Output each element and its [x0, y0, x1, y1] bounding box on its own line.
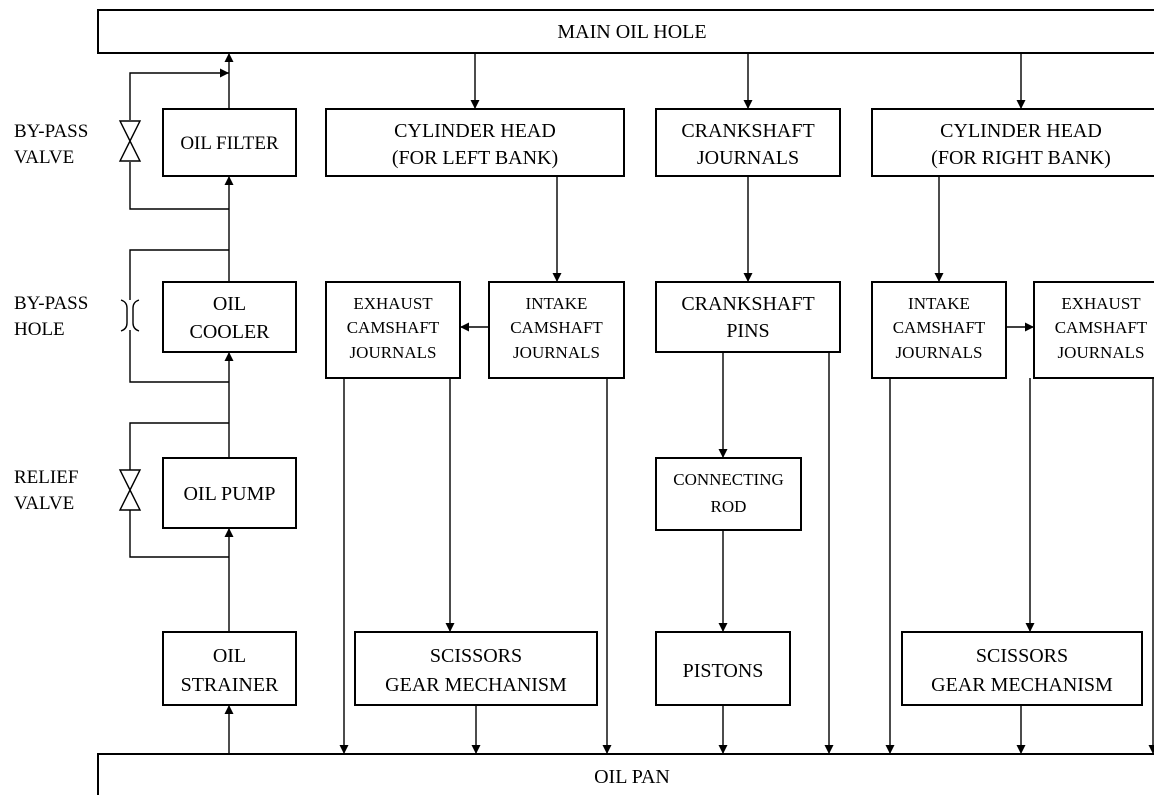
scissors-gear-right-box: SCISSORS GEAR MECHANISM	[901, 631, 1143, 706]
cylinder-head-right-label-2: (FOR RIGHT BANK)	[931, 147, 1111, 169]
bypass-valve-loop-lower	[129, 162, 229, 210]
oil-strainer-box: OIL STRAINER	[162, 631, 297, 706]
main-flow-lines	[339, 53, 1154, 754]
pistons-box: PISTONS	[655, 631, 791, 706]
relief-valve-loop-lower	[129, 510, 229, 558]
intake-camshaft-right-box: INTAKE CAMSHAFT JOURNALS	[871, 281, 1007, 379]
scissors-gear-right-label-1: SCISSORS	[976, 645, 1068, 667]
main-oil-hole-box: MAIN OIL HOLE	[97, 9, 1154, 54]
bypass-hole-symbol	[120, 299, 140, 332]
bypass-valve-label-1: BY-PASS	[14, 121, 88, 142]
pistons-label: PISTONS	[683, 660, 764, 682]
bypass-hole-label-1: BY-PASS	[14, 293, 88, 314]
exhaust-camshaft-right-label-1: EXHAUST	[1061, 294, 1141, 313]
exhaust-camshaft-right-label-3: JOURNALS	[1058, 343, 1145, 362]
crankshaft-journals-label-2: JOURNALS	[697, 147, 799, 169]
intake-camshaft-right-label-3: JOURNALS	[896, 343, 983, 362]
oil-pan-label: OIL PAN	[594, 766, 670, 788]
intake-camshaft-left-box: INTAKE CAMSHAFT JOURNALS	[488, 281, 625, 379]
left-flow-lines	[129, 53, 234, 754]
oil-filter-box: OIL FILTER	[162, 108, 297, 177]
relief-valve-label-1: RELIEF	[14, 467, 78, 488]
oil-strainer-label-1: OIL	[213, 645, 246, 667]
crankshaft-journals-label-1: CRANKSHAFT	[681, 120, 814, 142]
intake-camshaft-left-label-1: INTAKE	[526, 294, 588, 313]
cylinder-head-right-label-1: CYLINDER HEAD	[940, 120, 1102, 142]
oil-filter-label: OIL FILTER	[180, 133, 279, 154]
crankshaft-journals-box: CRANKSHAFT JOURNALS	[655, 108, 841, 177]
connecting-rod-label-2: ROD	[711, 497, 747, 516]
exhaust-camshaft-right-box: EXHAUST CAMSHAFT JOURNALS	[1033, 281, 1154, 379]
oil-strainer-label-2: STRAINER	[181, 674, 279, 696]
intake-camshaft-left-label-3: JOURNALS	[513, 343, 600, 362]
intake-camshaft-left-label-2: CAMSHAFT	[510, 318, 603, 337]
bypass-valve-symbol	[118, 120, 142, 162]
connecting-rod-box: CONNECTING ROD	[655, 457, 802, 531]
bypass-valve-label-2: VALVE	[14, 147, 74, 168]
exhaust-camshaft-left-label-3: JOURNALS	[350, 343, 437, 362]
exhaust-camshaft-left-label-2: CAMSHAFT	[347, 318, 440, 337]
oil-cooler-box: OIL COOLER	[162, 281, 297, 353]
scissors-gear-right-label-2: GEAR MECHANISM	[931, 674, 1113, 696]
relief-valve-loop-upper	[129, 422, 229, 470]
cylinder-head-left-label-1: CYLINDER HEAD	[394, 120, 556, 142]
crankshaft-pins-label-2: PINS	[726, 320, 769, 342]
exhaust-camshaft-right-label-2: CAMSHAFT	[1055, 318, 1148, 337]
bypass-hole-loop-upper	[129, 249, 229, 300]
scissors-gear-left-label-1: SCISSORS	[430, 645, 522, 667]
cylinder-head-left-box: CYLINDER HEAD (FOR LEFT BANK)	[325, 108, 625, 177]
scissors-gear-left-label-2: GEAR MECHANISM	[385, 674, 567, 696]
oil-pump-box: OIL PUMP	[162, 457, 297, 529]
oil-pan-box: OIL PAN	[97, 753, 1154, 795]
cylinder-head-left-label-2: (FOR LEFT BANK)	[392, 147, 558, 169]
main-oil-hole-label: MAIN OIL HOLE	[557, 21, 706, 43]
exhaust-camshaft-left-label-1: EXHAUST	[353, 294, 433, 313]
oil-pump-label: OIL PUMP	[183, 483, 275, 505]
exhaust-camshaft-left-box: EXHAUST CAMSHAFT JOURNALS	[325, 281, 461, 379]
oil-cooler-label-2: COOLER	[190, 321, 271, 343]
bypass-hole-loop-lower	[129, 330, 229, 383]
bypass-valve-loop-upper	[129, 68, 229, 120]
oil-cooler-label-1: OIL	[213, 293, 246, 315]
relief-valve-label-2: VALVE	[14, 493, 74, 514]
cylinder-head-right-box: CYLINDER HEAD (FOR RIGHT BANK)	[871, 108, 1154, 177]
crankshaft-pins-label-1: CRANKSHAFT	[681, 293, 814, 315]
intake-camshaft-right-label-1: INTAKE	[908, 294, 970, 313]
bypass-hole-label-2: HOLE	[14, 319, 65, 340]
scissors-gear-left-box: SCISSORS GEAR MECHANISM	[354, 631, 598, 706]
crankshaft-pins-box: CRANKSHAFT PINS	[655, 281, 841, 353]
connecting-rod-label-1: CONNECTING	[673, 470, 784, 489]
intake-camshaft-right-label-2: CAMSHAFT	[893, 318, 986, 337]
relief-valve-symbol	[118, 469, 142, 511]
